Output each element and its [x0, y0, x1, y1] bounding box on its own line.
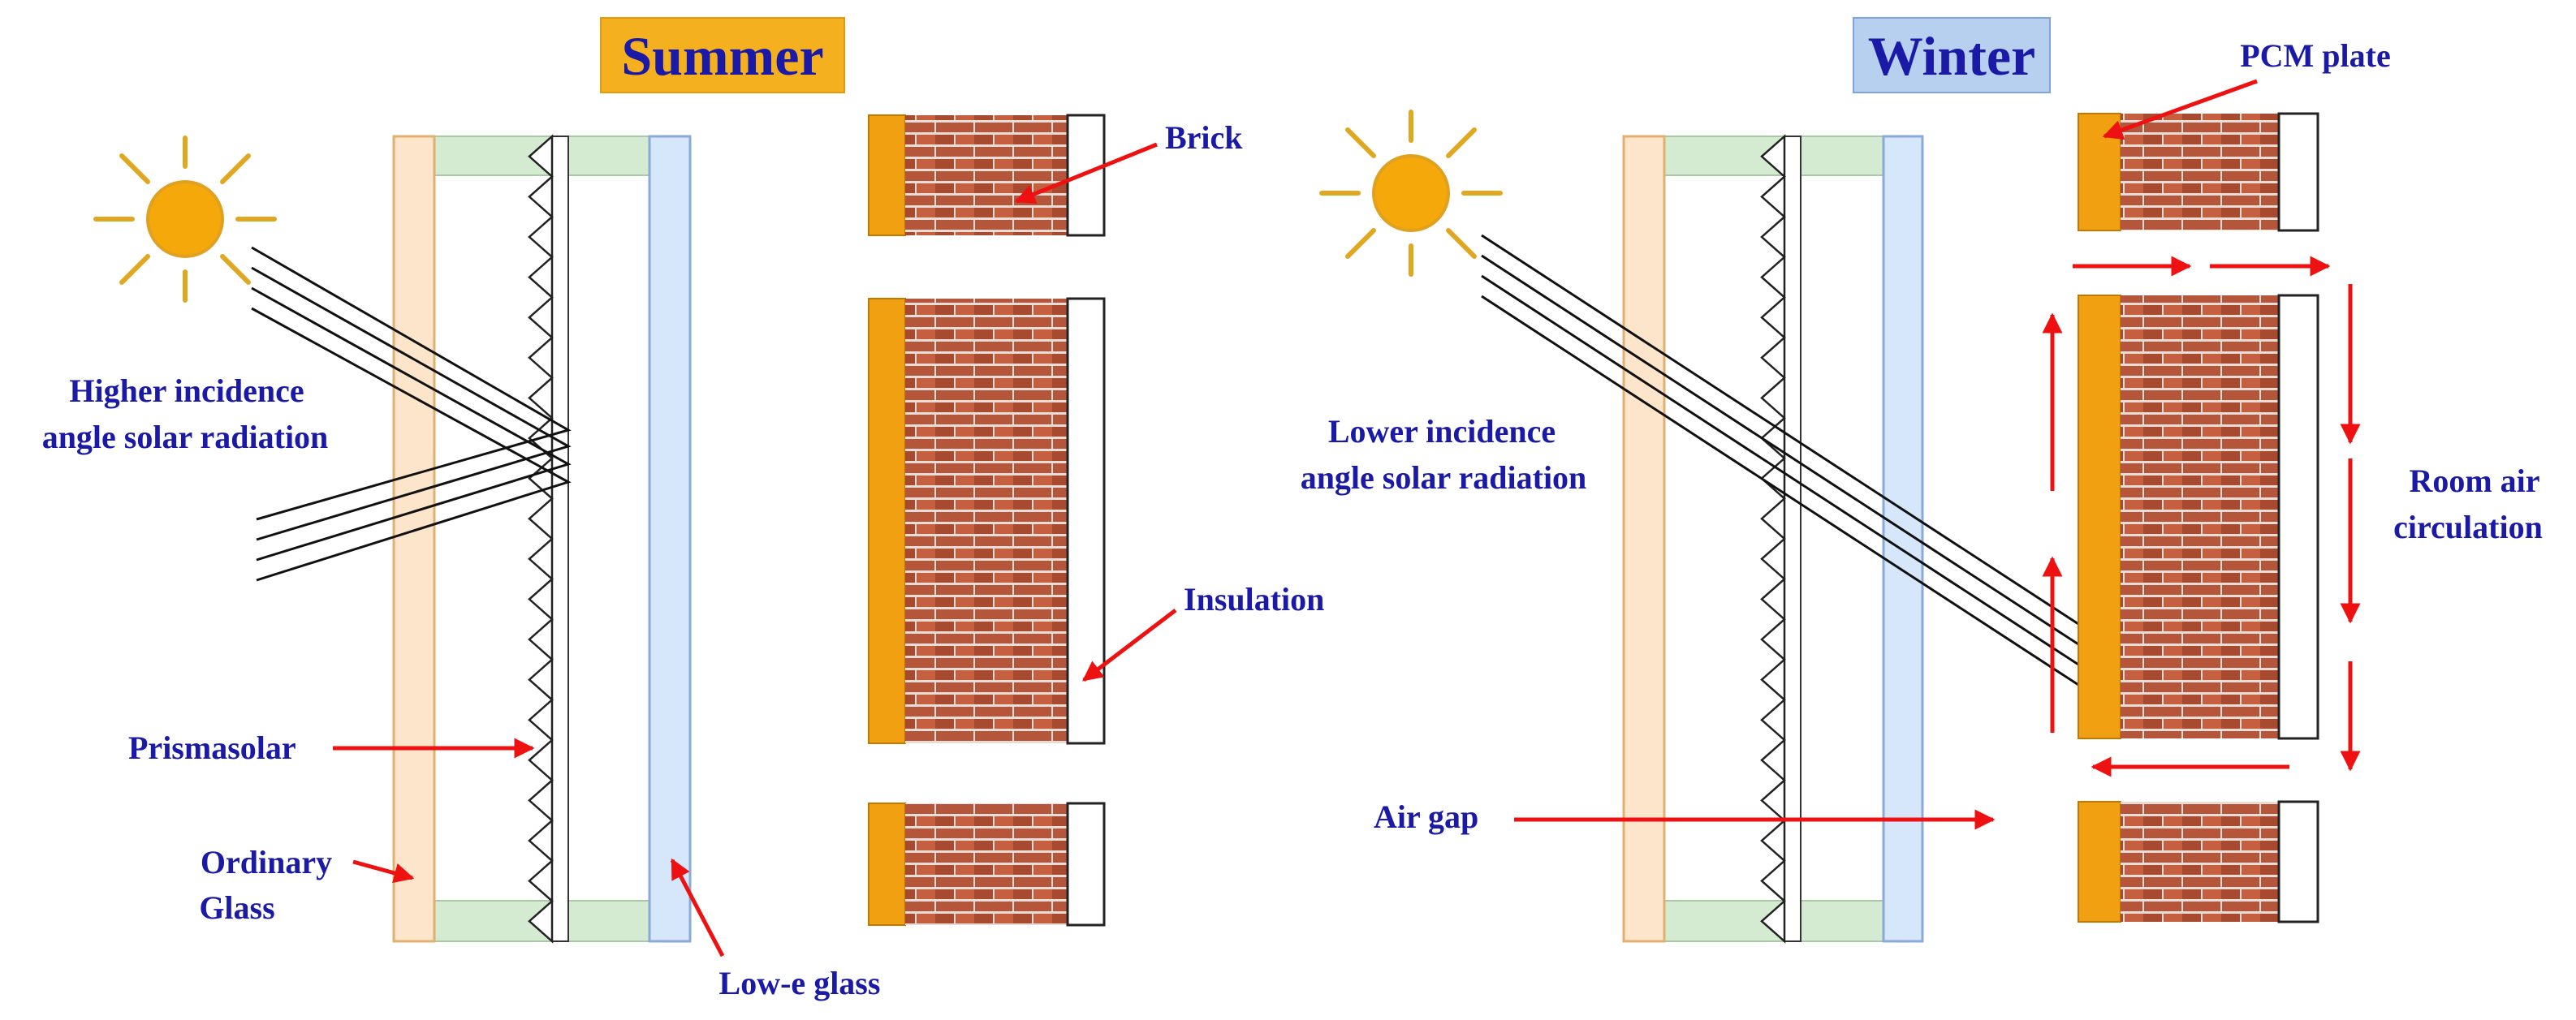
- summer-frame-bottom: [434, 900, 650, 942]
- pcm-plate: [2078, 295, 2121, 739]
- winter-prism-teeth: [1760, 134, 1786, 944]
- brick-wall: [905, 803, 1068, 925]
- sun-icon: [1319, 110, 1503, 277]
- winter-wall-top: [2078, 112, 2319, 232]
- insulation-arrow: [1082, 609, 1177, 682]
- summer-panel: Summer: [42, 17, 1324, 1001]
- lowe-glass-arrow: [670, 858, 725, 958]
- sun-icon: [93, 136, 277, 303]
- summer-title: Summer: [621, 25, 823, 87]
- air-gap-label: Air gap: [1374, 798, 1478, 835]
- summer-wall-top: [868, 114, 1106, 237]
- brick-wall: [2121, 295, 2279, 738]
- summer-wall-bottom: [868, 802, 1106, 927]
- summer-prism-plate: [551, 136, 569, 942]
- summer-rays: [251, 246, 572, 582]
- pcm-plate-label: PCM plate: [2240, 37, 2391, 74]
- winter-wall-bottom: [2078, 800, 2319, 923]
- ordinary-glass-arrow: [352, 859, 415, 884]
- lowe-glass-label: Low-e glass: [719, 965, 881, 1001]
- brick-wall: [2121, 114, 2279, 230]
- brick-arrow: [1014, 142, 1158, 204]
- winter-title-box: [1853, 17, 2051, 93]
- winter-title: Winter: [1868, 25, 2036, 87]
- room-air-label-2: circulation: [2393, 509, 2543, 545]
- winter-rays: [1481, 234, 2093, 695]
- lower-incidence-label-2: angle solar radiation: [1301, 459, 1587, 496]
- pcm-plate-arrow: [2102, 79, 2258, 140]
- lower-incidence-label-1: Lower incidence: [1328, 413, 1556, 450]
- insulation-label: Insulation: [1184, 581, 1324, 618]
- room-air-circulation-arrows: [2042, 256, 2361, 777]
- summer-lowe-glass: [648, 135, 692, 943]
- summer-prism-teeth: [528, 134, 554, 944]
- winter-ordinary-glass: [1622, 135, 1666, 943]
- summer-ordinary-glass: [392, 135, 436, 943]
- ordinary-glass-label-2: Glass: [199, 889, 274, 926]
- brick-label: Brick: [1165, 119, 1243, 156]
- brick-wall: [905, 115, 1068, 235]
- higher-incidence-label-1: Higher incidence: [69, 372, 304, 409]
- ordinary-glass-label-1: Ordinary: [201, 844, 332, 880]
- pcm-plate: [2078, 801, 2121, 923]
- brick-wall: [905, 299, 1068, 743]
- brick-wall: [2121, 802, 2279, 922]
- room-air-label-1: Room air: [2409, 463, 2539, 499]
- prismasolar-label: Prismasolar: [128, 729, 296, 766]
- summer-wall-middle: [868, 297, 1106, 745]
- winter-wall-middle: [2078, 294, 2319, 740]
- pcm-plate: [2078, 113, 2121, 231]
- winter-panel: Winter: [1301, 17, 2543, 944]
- higher-incidence-label-2: angle solar radiation: [42, 419, 329, 455]
- summer-title-box: [600, 17, 845, 93]
